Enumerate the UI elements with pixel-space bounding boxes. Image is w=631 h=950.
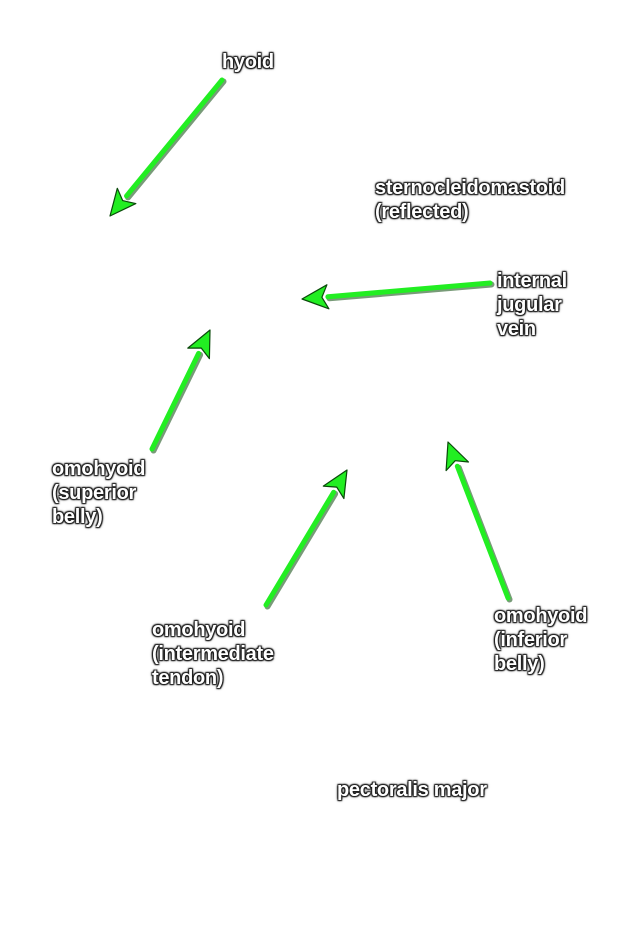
arrow-head [322,469,348,500]
label-omohyoid-superior-belly: omohyoid (superior belly) [52,457,145,529]
arrow-omohyoid-intermediate-tendon [263,469,348,610]
label-sternocleidomastoid-line-1: sternocleidomastoid [375,177,565,199]
arrow-shaft [124,77,225,199]
arrow-head [187,329,211,360]
arrow-shaft [149,350,202,452]
label-internal-jugular-vein-line-1: internal [497,270,567,292]
arrow-omohyoid-superior-belly [149,329,211,454]
label-omohyoid-intermediate-line-3: tendon) [152,667,224,689]
label-omohyoid-intermediate-line-2: (intermediate [152,643,274,665]
label-sternocleidomastoid: sternocleidomastoid (reflected) [375,176,565,224]
label-internal-jugular-vein-line-3: vein [497,318,536,340]
arrow-hyoid [109,77,227,217]
arrow-omohyoid-inferior-belly [445,441,513,603]
label-omohyoid-inferior-belly: omohyoid (inferior belly) [494,604,587,676]
label-omohyoid-inferior-line-2: (inferior [494,629,567,651]
label-omohyoid-inferior-line-1: omohyoid [494,605,588,627]
label-pectoralis-major: pectoralis major [337,778,487,802]
arrow-head [109,187,137,217]
arrow-head [301,284,330,310]
label-omohyoid-intermediate-tendon: omohyoid (intermediate tendon) [152,618,274,690]
label-hyoid-line-1: hyoid [222,51,274,73]
label-internal-jugular-vein: internal jugular vein [497,269,567,341]
label-omohyoid-intermediate-line-1: omohyoid [152,619,246,641]
label-omohyoid-inferior-line-3: belly) [494,653,545,675]
label-pectoralis-major-line-1: pectoralis major [337,779,487,801]
label-sternocleidomastoid-line-2: (reflected) [375,201,469,223]
arrow-shaft [263,489,337,608]
label-omohyoid-superior-line-1: omohyoid [52,458,146,480]
arrow-shaft [325,280,493,300]
label-omohyoid-superior-line-3: belly) [52,506,103,528]
arrow-head [445,441,470,472]
arrow-internal-jugular-vein [301,280,495,310]
label-internal-jugular-vein-line-2: jugular [497,294,562,316]
label-hyoid: hyoid [222,50,274,74]
label-omohyoid-superior-line-2: (superior [52,482,136,504]
arrow-shaft [454,463,511,601]
